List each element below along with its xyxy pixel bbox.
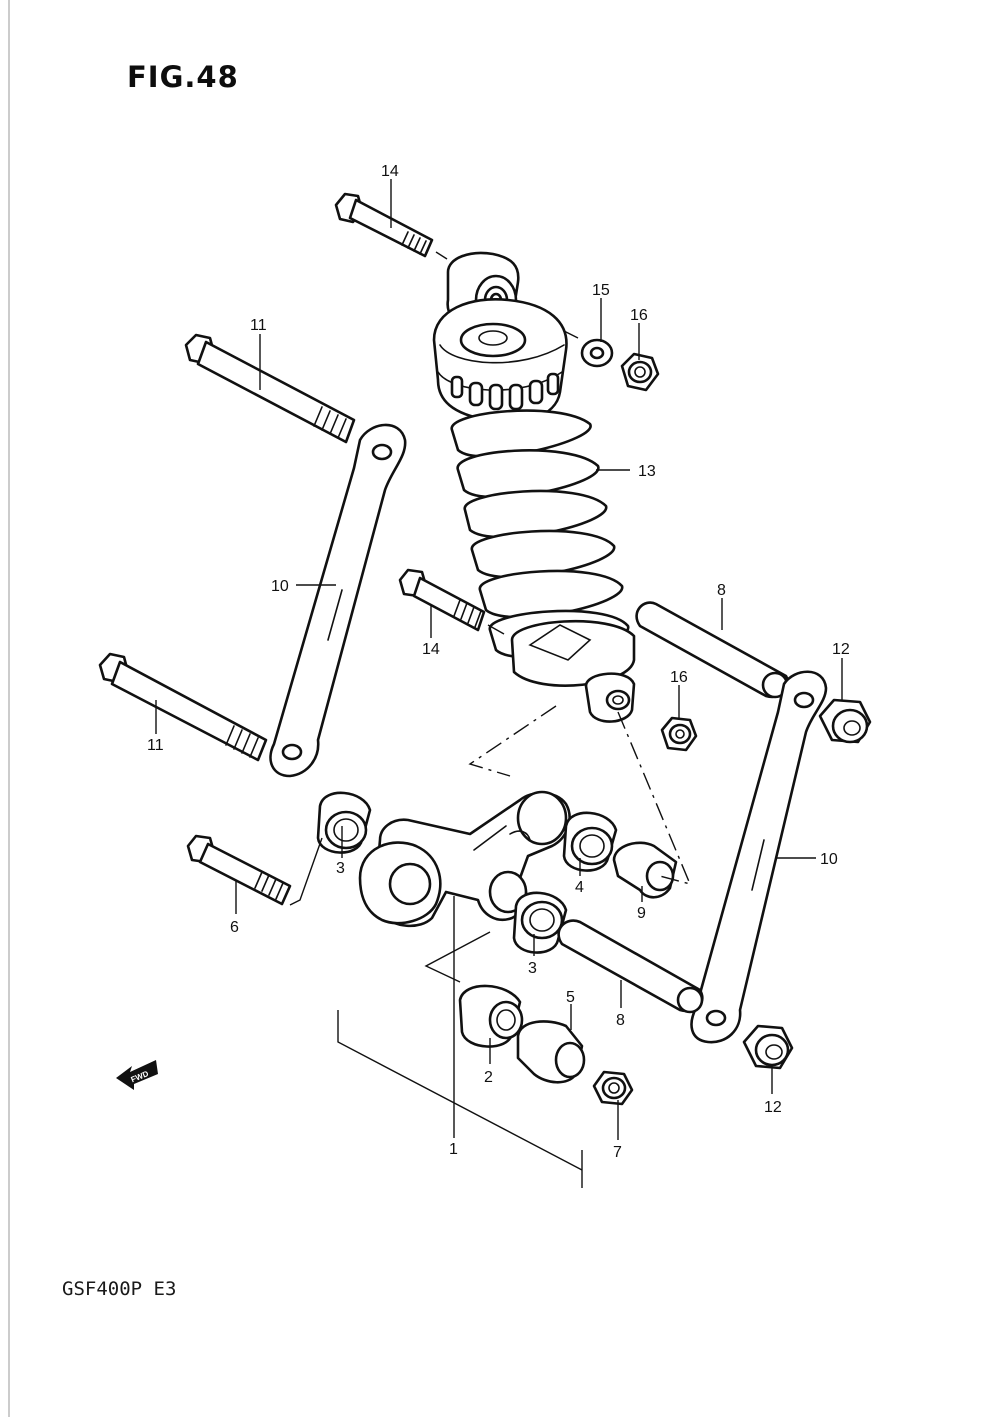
callout-11-lower: 11 xyxy=(147,737,164,754)
callout-3-lower: 3 xyxy=(528,960,537,977)
cushion-lever-1 xyxy=(358,790,571,928)
cushion-rod-10-left xyxy=(269,423,407,778)
bolt-6 xyxy=(186,834,292,906)
nut-16-lower xyxy=(660,716,698,752)
nut-16-upper xyxy=(620,352,660,392)
washer-15 xyxy=(580,338,614,368)
fwd-arrow-icon: FWD xyxy=(116,1060,158,1090)
spacer-8-lower xyxy=(557,919,704,1014)
spacer-9 xyxy=(612,841,678,899)
callout-3-upper: 3 xyxy=(336,860,345,877)
spacer-8-upper xyxy=(635,601,790,699)
bearing-2 xyxy=(458,984,524,1048)
callout-4: 4 xyxy=(575,879,584,896)
callout-7: 7 xyxy=(613,1144,622,1161)
callout-16-top: 16 xyxy=(630,307,648,324)
callout-6: 6 xyxy=(230,919,239,936)
model-code: GSF400P E3 xyxy=(62,1278,177,1300)
callout-14-middle: 14 xyxy=(422,641,440,658)
callout-9: 9 xyxy=(637,905,646,922)
alignment-lines xyxy=(289,705,692,906)
callout-10-left: 10 xyxy=(271,578,289,595)
callout-2: 2 xyxy=(484,1069,493,1086)
rear-shock-absorber xyxy=(432,251,636,723)
callout-8-lower: 8 xyxy=(616,1012,625,1029)
shock-lower-bolt xyxy=(398,568,505,635)
callout-5: 5 xyxy=(566,989,575,1006)
callout-1: 1 xyxy=(449,1141,458,1158)
leader-lines xyxy=(155,179,843,1140)
long-bolt-11-lower xyxy=(98,652,268,762)
callout-15: 15 xyxy=(592,282,610,299)
callout-14-top: 14 xyxy=(381,163,399,180)
assembly-bracket-1 xyxy=(337,896,583,1188)
callout-16-lower: 16 xyxy=(670,669,688,686)
nut-12-lower xyxy=(742,1024,794,1070)
callout-12-top: 12 xyxy=(832,641,850,658)
callout-labels: 14 15 16 11 13 10 8 12 16 14 11 3 4 9 10… xyxy=(147,163,850,1161)
callout-8-top: 8 xyxy=(717,582,726,599)
long-bolt-11-upper xyxy=(184,333,356,444)
callout-13: 13 xyxy=(638,463,656,480)
callout-10-right: 10 xyxy=(820,851,838,868)
nut-12-upper xyxy=(818,698,872,744)
nut-7 xyxy=(592,1070,634,1106)
bearing-4 xyxy=(562,811,618,872)
bearing-3-lower xyxy=(512,891,568,954)
callout-11-top: 11 xyxy=(250,317,267,334)
bearing-3-upper xyxy=(316,791,372,854)
spacer-5 xyxy=(516,1020,586,1084)
callout-12-lower: 12 xyxy=(764,1099,782,1116)
cushion-rod-10-right xyxy=(690,670,828,1044)
figure-title: FIG.48 xyxy=(127,60,239,94)
